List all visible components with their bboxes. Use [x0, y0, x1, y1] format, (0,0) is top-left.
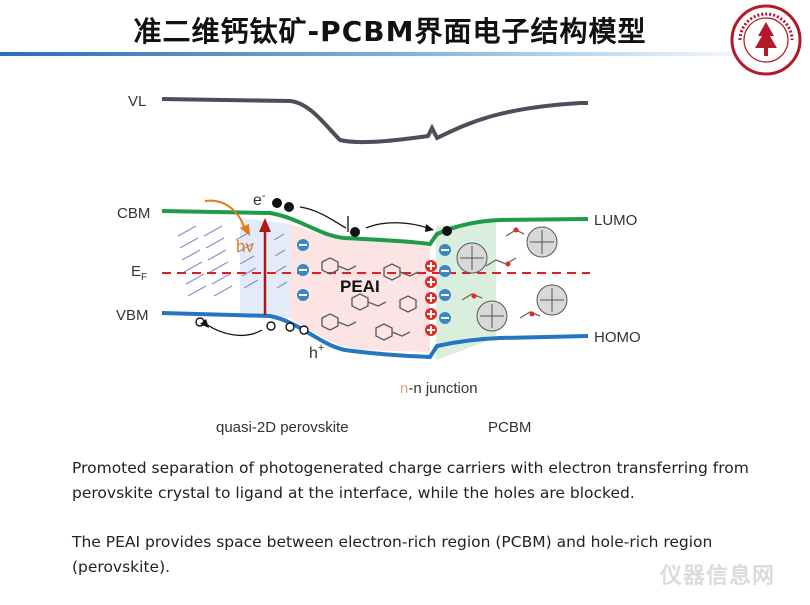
vl-label: VL — [128, 93, 146, 110]
perovskite-crystal-icon — [177, 225, 288, 297]
excitation-arrowhead — [259, 218, 271, 232]
electron-dot — [350, 227, 360, 237]
positive-charge-column — [425, 260, 437, 336]
junction-label: n-n junction — [400, 380, 478, 397]
negative-charge-column-pcbm — [439, 244, 451, 324]
photon-arrow — [204, 199, 246, 231]
ligand-region — [290, 224, 430, 352]
electron-label: e- — [253, 190, 266, 209]
hole-dot — [285, 322, 295, 332]
negative-charge-column — [297, 239, 309, 301]
hole-dot — [299, 325, 309, 335]
fullerene-icon — [456, 226, 568, 332]
hole-arrowhead — [200, 319, 209, 328]
electron-path — [299, 206, 347, 229]
oxygen-dots — [471, 227, 535, 317]
vbm-label: VBM — [116, 307, 149, 324]
logo-seal-icon — [730, 4, 802, 76]
cbm-label: CBM — [117, 205, 150, 222]
electron-dot — [284, 202, 294, 212]
title-rule — [0, 52, 740, 56]
band-diagram: hv e- h+ — [116, 93, 641, 436]
electron-transfer-arrow — [365, 222, 429, 229]
ligand-label: PEAI — [340, 277, 380, 296]
paragraph-peai: The PEAI provides space between electron… — [72, 533, 713, 576]
peai-molecule-icon — [321, 257, 419, 341]
paragraph-separation: Promoted separation of photogenerated ch… — [72, 459, 749, 502]
perovskite-caption: quasi-2D perovskite — [216, 419, 349, 436]
photon-arrowhead — [240, 224, 250, 236]
homo-label: HOMO — [594, 329, 641, 346]
vacuum-level-line — [161, 97, 588, 145]
hole-dot — [266, 321, 276, 331]
photon-label: hv — [236, 237, 254, 256]
slide-title: 准二维钙钛矿-PCBM界面电子结构模型 — [133, 15, 647, 48]
electron-dot — [272, 198, 282, 208]
pcbm-caption: PCBM — [488, 419, 531, 436]
hole-label: h+ — [309, 342, 324, 362]
conduction-band-line — [161, 209, 589, 247]
hole-arrow — [205, 323, 263, 337]
watermark: 仪器信息网 — [660, 564, 776, 589]
electron-dot — [442, 226, 452, 236]
lumo-label: LUMO — [594, 212, 637, 229]
electron-transfer-arrowhead — [425, 224, 434, 232]
ef-label: EF — [131, 263, 147, 283]
